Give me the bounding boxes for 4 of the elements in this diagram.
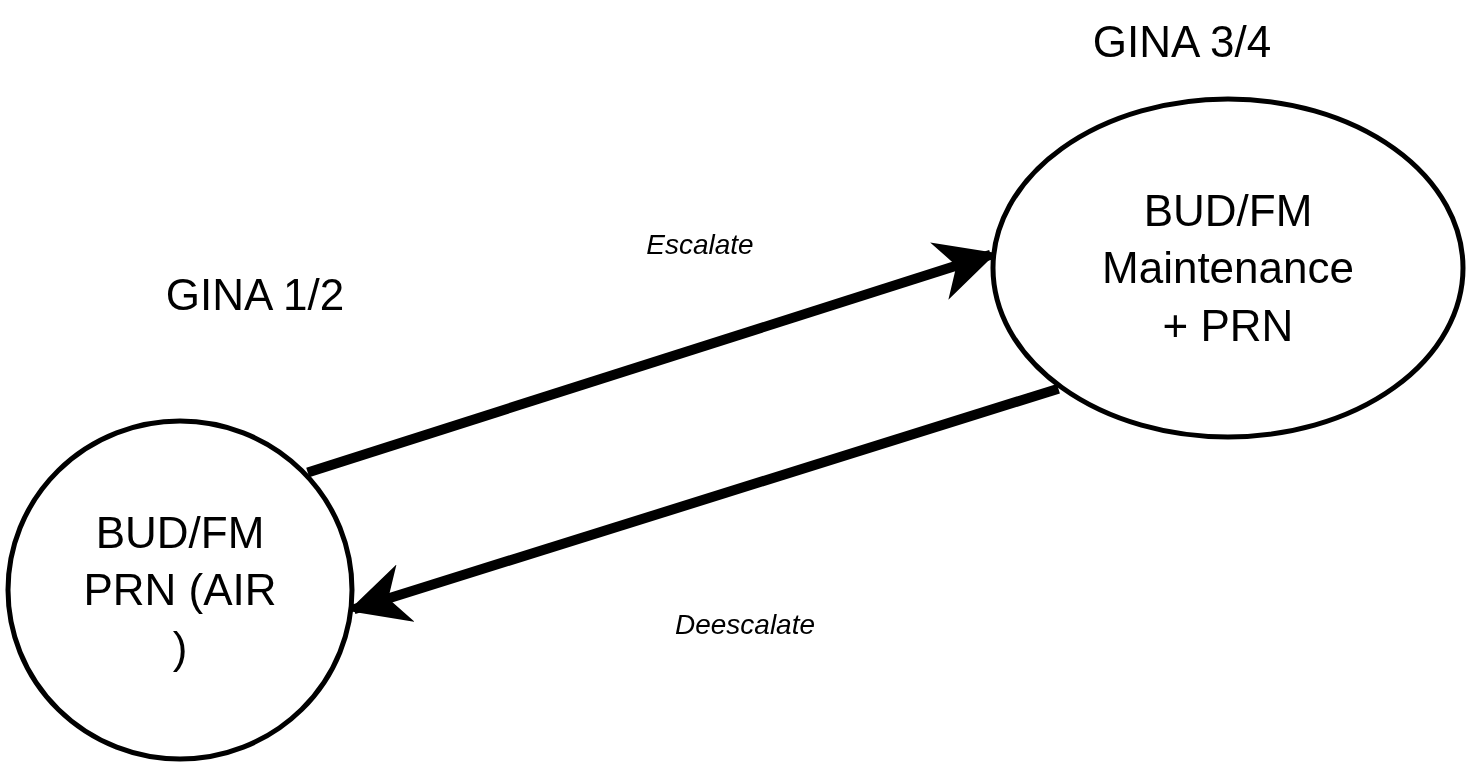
node-text: BUD/FM PRN (AIR ) [82, 507, 278, 674]
node-heading: GINA 1/2 [165, 269, 345, 321]
node-text: BUD/FM Maintenance + PRN [1101, 185, 1355, 352]
node-heading: GINA 3/4 [1092, 16, 1272, 68]
